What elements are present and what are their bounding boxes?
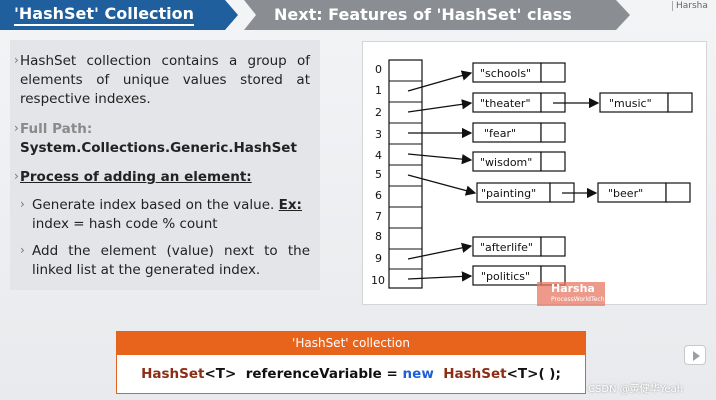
index-label: 4 (375, 149, 382, 162)
process-heading: Process of adding an element: (20, 169, 252, 185)
code-generic: <T> (506, 366, 539, 382)
watermark-sub: ProcessWorldTech.com (551, 296, 620, 303)
full-path-value: System.Collections.Generic.HashSet (20, 140, 297, 156)
node-value: "schools" (480, 67, 531, 80)
video-play-icon[interactable] (684, 345, 706, 365)
index-label: 7 (375, 210, 382, 223)
hash-table-svg: 0 1 2 3 4 5 6 7 8 9 10 "schools" "theate (371, 59, 693, 289)
example-label: Ex: (278, 197, 302, 213)
watermark-logo: Harsha ProcessWorldTech.com (537, 282, 620, 306)
generate-index-text: Generate index based on the value. (32, 197, 275, 213)
index-label: 6 (375, 189, 382, 202)
sub-bullet-generate-index: Generate index based on the value. Ex: (32, 196, 310, 215)
full-path-label: Full Path: (20, 121, 93, 137)
node-value: "theater" (480, 97, 531, 110)
index-label: 0 (375, 63, 382, 76)
index-label: 1 (375, 84, 382, 97)
code-variable: referenceVariable = (245, 366, 398, 382)
csdn-watermark: CSDN @黄健华Yeah (588, 384, 684, 395)
node-value: "fear" (484, 127, 516, 140)
node-value: "wisdom" (480, 156, 532, 169)
code-type: HashSet (141, 366, 205, 382)
current-topic-banner: 'HashSet' Collection (0, 0, 238, 30)
code-new-keyword: new (402, 366, 434, 382)
code-syntax-box: 'HashSet' collection HashSet<T> referenc… (116, 331, 586, 394)
sub-bullet-arrow-icon: › (20, 197, 25, 211)
index-formula: index = hash code % count (32, 216, 218, 232)
bullet-arrow-icon: › (14, 53, 19, 67)
index-label: 8 (375, 230, 382, 243)
hash-table-diagram: 0 1 2 3 4 5 6 7 8 9 10 "schools" "theate (362, 41, 707, 305)
sub-bullet-arrow-icon: › (20, 243, 25, 257)
node-value: "beer" (608, 187, 643, 200)
bullet-hashset-definition: HashSet collection contains a group of e… (20, 53, 310, 107)
node-value: "afterlife" (480, 241, 533, 254)
code-box-header: 'HashSet' collection (117, 332, 585, 355)
node-value: "music" (609, 97, 652, 110)
bullet-arrow-icon: › (14, 121, 19, 135)
next-topic-banner[interactable]: Next: Features of 'HashSet' class (244, 0, 630, 30)
index-label: 9 (375, 252, 382, 265)
bullet-arrow-icon: › (14, 169, 19, 183)
node-value: "politics" (481, 270, 530, 283)
code-generic: <T> (204, 366, 237, 382)
sub-bullet-add-element: Add the element (value) next to the link… (32, 243, 310, 278)
bullet-panel (10, 40, 320, 290)
node-value: "painting" (481, 187, 536, 200)
code-line: HashSet<T> referenceVariable = new HashS… (117, 355, 585, 393)
index-label: 10 (371, 274, 385, 287)
bucket-array (388, 59, 423, 289)
index-label: 2 (375, 106, 382, 119)
watermark-brand: Harsha (551, 282, 595, 295)
author-label: Harsha (672, 1, 708, 11)
index-label: 5 (375, 168, 382, 181)
current-topic-title: 'HashSet' Collection (14, 4, 195, 26)
code-parens: ( ); (538, 366, 561, 382)
next-topic-title[interactable]: Next: Features of 'HashSet' class (274, 5, 572, 24)
code-type: HashSet (443, 366, 507, 382)
index-label: 3 (375, 128, 382, 141)
